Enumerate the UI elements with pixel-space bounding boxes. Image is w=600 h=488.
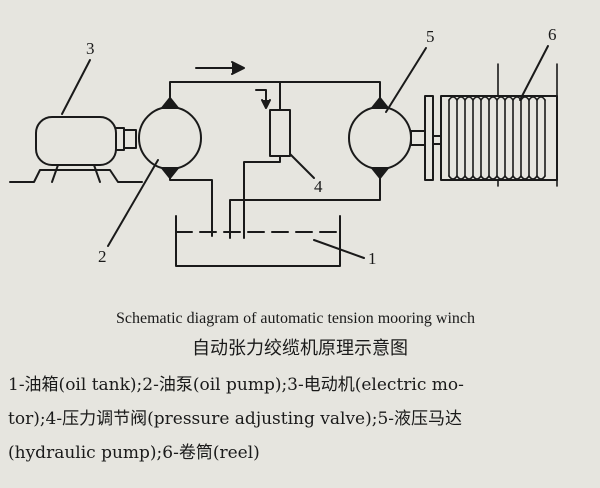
- caption-chinese: 自动张力绞缆机原理示意图: [192, 338, 408, 359]
- callout-2: 2: [98, 247, 107, 266]
- legend-line: 1-油箱(oil tank);2-油泵(oil pump);3-电动机(elec…: [8, 375, 464, 395]
- leader-line-3: [61, 59, 91, 115]
- callout-1: 1: [368, 249, 377, 268]
- pressure-pipe-top: [169, 81, 381, 108]
- leader-line-4: [289, 153, 315, 179]
- winch-schematic: 3 2 4 1 5 6: [9, 25, 558, 268]
- pressure-adjusting-valve: [269, 109, 291, 157]
- caption-english: Schematic diagram of automatic tension m…: [116, 310, 476, 327]
- reel: [424, 63, 558, 187]
- valve-return-pipe: [243, 155, 281, 239]
- hydraulic-motor: [348, 97, 426, 179]
- leader-line-5: [385, 47, 427, 113]
- callout-4: 4: [314, 177, 323, 196]
- callout-6: 6: [548, 25, 557, 44]
- leader-line-6: [519, 45, 549, 101]
- legend-line: tor);4-压力调节阀(pressure adjusting valve);5…: [8, 409, 463, 429]
- component-legend: 1-油箱(oil tank);2-油泵(oil pump);3-电动机(elec…: [8, 368, 592, 470]
- motor-return-pipe: [229, 168, 381, 239]
- legend-line: (hydraulic pump);6-卷筒(reel): [8, 443, 260, 463]
- leader-line-2: [107, 159, 159, 247]
- callout-5: 5: [426, 27, 435, 46]
- callout-3: 3: [86, 39, 95, 58]
- oil-tank: [175, 215, 341, 267]
- pump-suction-pipe: [169, 168, 213, 237]
- leader-line-1: [313, 239, 365, 259]
- valve-spring-arrow: [255, 89, 267, 105]
- oil-pump: [138, 97, 202, 179]
- electric-motor: [9, 116, 143, 183]
